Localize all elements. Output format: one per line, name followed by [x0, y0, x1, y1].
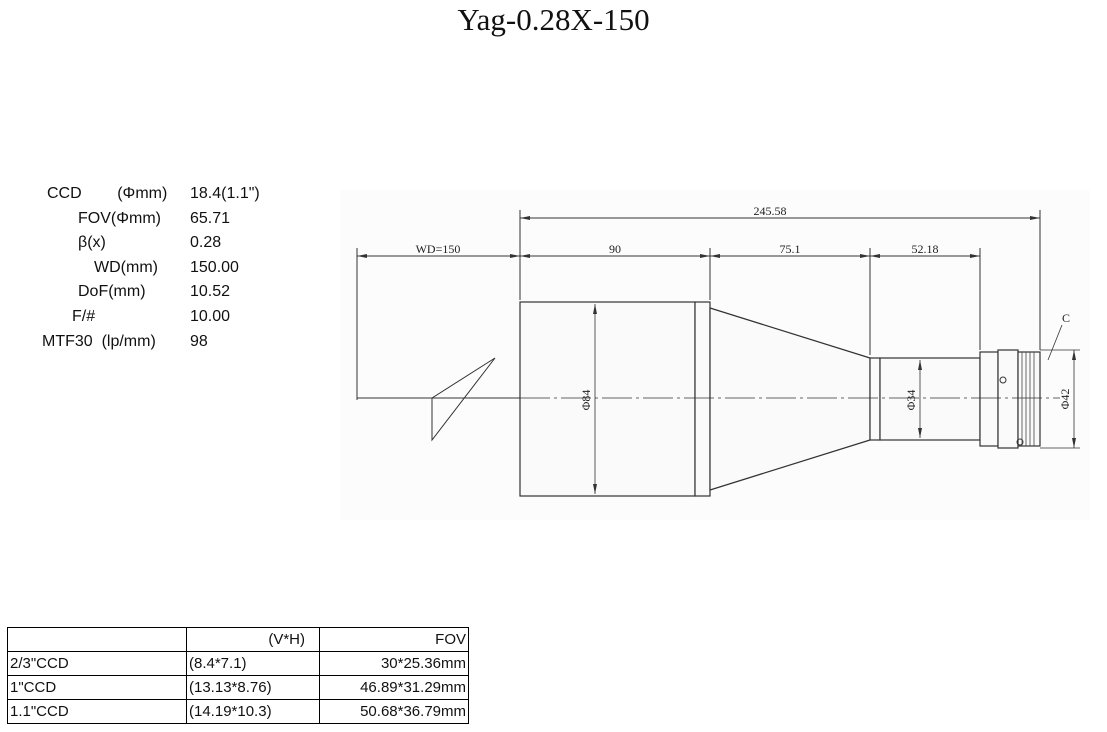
table-header-cell: FOV: [319, 627, 469, 652]
arrow-head: [520, 216, 530, 220]
table-row: 1"CCD (13.13*8.76) 46.89*31.29mm: [7, 675, 469, 700]
table-cell-fov: 50.68*36.79mm: [319, 699, 469, 724]
dim-seg3-label: 52.18: [912, 242, 939, 256]
spec-value: 10.52: [190, 283, 231, 300]
table-cell-size: (13.13*8.76): [186, 675, 320, 700]
arrow-head: [710, 254, 720, 258]
spec-label: CCD (Φmm): [47, 185, 168, 202]
arrow-head: [860, 254, 870, 258]
screw-icon: [999, 376, 1007, 384]
dim-seg1-label: 90: [609, 242, 621, 256]
mount-label: C: [1062, 311, 1070, 325]
arrow-head: [510, 254, 520, 258]
spec-label: WD(mm): [94, 259, 158, 276]
arrow-head: [1072, 438, 1076, 448]
arrow-head: [918, 360, 922, 370]
table-cell-size: (8.4*7.1): [186, 651, 320, 676]
arrow-head: [970, 254, 980, 258]
dim-total-label: 245.58: [754, 204, 787, 218]
mount-thread: [1017, 351, 1041, 447]
table-header-cell: (V*H): [186, 627, 320, 652]
table-cell-sensor: 1"CCD: [7, 675, 187, 700]
lens-drawing: 245.58 WD=150 90 75.1 52.18: [340, 190, 1090, 520]
fov-table: (V*H) FOV 2/3"CCD (8.4*7.1) 30*25.36mm 1…: [7, 627, 469, 724]
arrow-head: [1030, 216, 1040, 220]
mount-leader: [1047, 324, 1063, 361]
spec-value: 10.00: [190, 308, 231, 325]
dim-seg2-label: 75.1: [780, 242, 801, 256]
front-barrel: [519, 301, 696, 497]
rear-ring: [979, 351, 999, 447]
page-title: Yag-0.28X-150: [457, 2, 650, 37]
arrow-head: [918, 428, 922, 438]
mid-barrel: [879, 357, 981, 441]
table-header-row: (V*H) FOV: [7, 627, 469, 652]
spec-label: FOV(Φmm): [78, 210, 161, 227]
spec-label: DoF(mm): [78, 283, 146, 300]
table-header-cell: [7, 627, 187, 652]
spec-value: 150.00: [190, 259, 239, 276]
arrow-head: [700, 254, 710, 258]
arrow-head: [593, 304, 597, 314]
arrow-head: [593, 484, 597, 494]
screw-icon: [1016, 438, 1024, 446]
spec-value: 98: [190, 333, 208, 350]
arrow-head: [1072, 350, 1076, 360]
arrow-head: [870, 254, 880, 258]
table-cell-sensor: 2/3"CCD: [7, 651, 187, 676]
table-row: 1.1"CCD (14.19*10.3) 50.68*36.79mm: [7, 699, 469, 724]
front-ring: [694, 301, 711, 497]
arrow-head: [357, 254, 367, 258]
spec-value: 18.4(1.1"): [190, 185, 260, 202]
spec-value: 0.28: [190, 234, 222, 251]
arrow-head: [520, 254, 530, 258]
dim-wd-label: WD=150: [416, 242, 461, 256]
spec-label: F/#: [72, 308, 96, 325]
spec-label: β(x): [78, 234, 106, 251]
break-line: [357, 357, 496, 442]
table-row: 2/3"CCD (8.4*7.1) 30*25.36mm: [7, 651, 469, 676]
table-cell-fov: 30*25.36mm: [319, 651, 469, 676]
table-cell-fov: 46.89*31.29mm: [319, 675, 469, 700]
dia-rear-label: Φ42: [1058, 389, 1072, 410]
table-cell-size: (14.19*10.3): [186, 699, 320, 724]
mid-ring: [869, 357, 881, 441]
dia-front-label: Φ84: [579, 390, 593, 411]
spec-label: MTF30 (lp/mm): [42, 333, 156, 350]
table-cell-sensor: 1.1"CCD: [7, 699, 187, 724]
dia-mid-label: Φ34: [904, 390, 918, 411]
rear-barrel: [997, 349, 1019, 449]
spec-value: 65.71: [190, 210, 231, 227]
